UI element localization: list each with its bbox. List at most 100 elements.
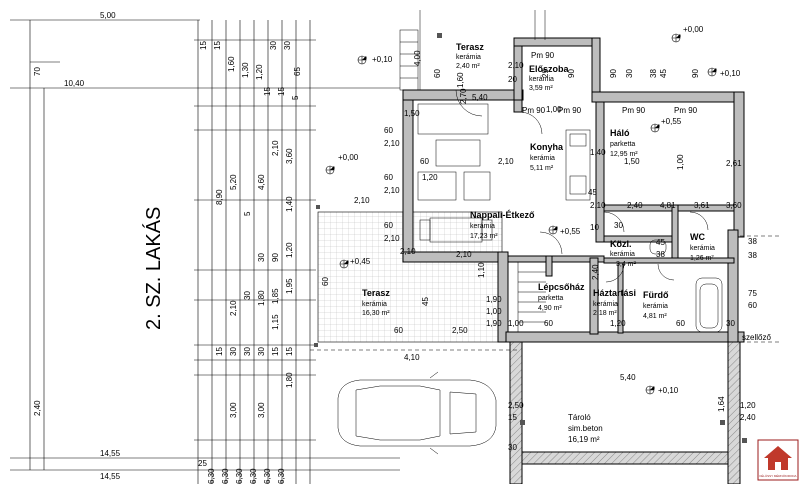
room-name: Tároló <box>568 413 591 422</box>
dim-text: 30 <box>257 347 266 356</box>
dim-text: 30 <box>508 443 517 452</box>
section-markers <box>314 33 747 443</box>
room-floor: kerámia <box>470 223 495 230</box>
dim-text: 90 <box>271 253 280 262</box>
level-label: +0,45 <box>350 257 371 266</box>
pm-label: Pm 90 <box>622 106 646 115</box>
dim-text: 1,20 <box>255 64 264 80</box>
dim-text: 2,10 <box>354 196 370 205</box>
dim-text: 30 <box>269 41 278 50</box>
dim-text: 30 <box>283 41 292 50</box>
dim-text: 75 <box>748 289 757 298</box>
pm-labels: Pm 90 Pm 90 Pm 90 Pm 90 Pm 90 szellőző <box>522 51 771 342</box>
dim-text: 30 <box>625 69 634 78</box>
dim-text: 3,00 <box>229 402 238 418</box>
dim-text: 2,10 <box>384 139 400 148</box>
level-label: +0,00 <box>683 25 704 34</box>
room-floor: sim.beton <box>568 424 603 433</box>
dim-text: 90 <box>609 69 618 78</box>
dim-text: 15 <box>271 347 280 356</box>
room-name: Háló <box>610 128 630 138</box>
dim-text: 25 <box>198 459 207 468</box>
dim-text: 14,55 <box>100 472 121 481</box>
room-name: Közl. <box>610 239 632 249</box>
dim-text: 1,20 <box>285 242 294 258</box>
dim-text: 1,30 <box>241 62 250 78</box>
dimension-texts-inner: 60 2,10 60 2,10 60 2,10 60 2,10 60 2,50 … <box>321 61 757 362</box>
dim-text: 70 <box>33 67 42 76</box>
dim-text: 4,10 <box>404 353 420 362</box>
dim-text: 1,20 <box>610 319 626 328</box>
dim-text: 45 <box>659 69 668 78</box>
dim-text: 2,40 <box>591 264 600 280</box>
dim-text: 1,85 <box>271 288 280 304</box>
dim-text: 1,50 <box>404 109 420 118</box>
dim-text: 5,00 <box>100 11 116 20</box>
dim-text: 30 <box>243 291 252 300</box>
dim-text: 1,90 <box>486 319 502 328</box>
dim-text: 1,80 <box>285 372 294 388</box>
dim-text: 3,61 <box>694 201 710 210</box>
dimension-texts-top: 5,00 70 10,40 15 15 1,60 1,30 1,20 30 30… <box>33 11 700 100</box>
dim-text: 38 <box>748 237 757 246</box>
dim-text: 2,10 <box>384 234 400 243</box>
dimension-texts-bottom: 14,55 14,55 5,40 2,50 1,20 1,64 15 2,40 … <box>100 373 756 484</box>
dim-text: 30 <box>726 319 735 328</box>
dim-text: 15 <box>508 413 517 422</box>
dim-text: 1,90 <box>486 295 502 304</box>
dim-text: 5 <box>243 211 252 216</box>
staircase <box>517 262 546 332</box>
dim-text: 14,55 <box>100 449 121 458</box>
dim-text: 4,00 <box>413 50 422 66</box>
dim-text: 1,00 <box>676 154 685 170</box>
walls <box>402 37 745 484</box>
room-name: Konyha <box>530 142 564 152</box>
dim-text: 65 <box>293 67 302 76</box>
dimension-lines <box>10 19 400 484</box>
level-label: +0,10 <box>658 386 679 395</box>
dim-text: 2,10 <box>400 247 416 256</box>
dim-text: 15 <box>213 41 222 50</box>
company-logo: FÉLÜSSY MÉRNÖKIRODA <box>757 439 799 481</box>
dim-text: 2,61 <box>726 159 742 168</box>
dim-text: 60 <box>384 126 393 135</box>
dim-text: 3,60 <box>285 148 294 164</box>
dim-text: 29 <box>541 69 550 78</box>
room-floor: kerámia <box>362 301 387 308</box>
dim-text: 38 <box>748 251 757 260</box>
room-area: 3,4 m² <box>616 261 637 268</box>
dim-text: 1,95 <box>285 278 294 294</box>
dim-text: 2,10 <box>384 186 400 195</box>
room-floor: parketta <box>538 295 563 302</box>
dim-text: 1,10 <box>477 262 486 278</box>
szellozo-label: szellőző <box>742 333 771 342</box>
pm-label: Pm 90 <box>674 106 698 115</box>
dim-text: 15 <box>285 347 294 356</box>
level-label: +0,10 <box>720 69 741 78</box>
dim-text: 30 <box>229 347 238 356</box>
room-floor: kerámia <box>643 303 668 310</box>
level-label: +0,10 <box>372 55 393 64</box>
plan-title: 2. SZ. LAKÁS <box>142 207 165 330</box>
room-floor: kerámia <box>530 155 555 162</box>
dim-text: 6,30 <box>263 468 272 484</box>
dim-text: 2,10 <box>229 300 238 316</box>
room-labels: Terasz kerámia 2,40 m² Előszoba kerámia … <box>362 42 715 444</box>
door-swings <box>455 89 709 283</box>
dim-text: 1,20 <box>422 173 438 182</box>
dim-text: 3,00 <box>257 402 266 418</box>
dim-text: 60 <box>544 319 553 328</box>
dim-text: 90 <box>567 69 576 78</box>
dim-text: 2,40 <box>740 413 756 422</box>
room-area: 2,40 m² <box>456 63 480 70</box>
dim-text: 4,60 <box>257 174 266 190</box>
pm-label: Pm 90 <box>522 106 546 115</box>
dim-text: 15 <box>263 87 272 96</box>
dim-text: 60 <box>321 277 330 286</box>
room-floor: kerámia <box>456 54 481 61</box>
room-area: 16,19 m² <box>568 435 600 444</box>
dim-text: 45 <box>588 188 597 197</box>
dim-text: 5,40 <box>620 373 636 382</box>
dim-text: 1,15 <box>271 314 280 330</box>
dim-text: 1,50 <box>624 157 640 166</box>
